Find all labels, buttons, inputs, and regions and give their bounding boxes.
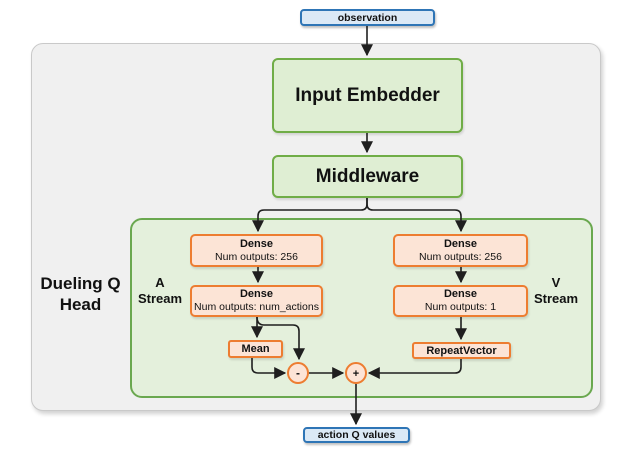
v-dense2-node: Dense Num outputs: 1 (393, 285, 528, 317)
a-dense2-title: Dense (239, 288, 274, 300)
v-stream-label-line1: V (551, 275, 561, 290)
v-dense2-subtitle: Num outputs: 1 (424, 301, 497, 313)
middleware-node: Middleware (272, 155, 463, 198)
action-q-values-label: action Q values (317, 429, 396, 441)
repeat-vector-node: RepeatVector (412, 342, 511, 359)
dueling-q-head-label-line1: Dueling Q (40, 274, 121, 293)
a-dense1-title: Dense (239, 237, 274, 250)
observation-node: observation (300, 9, 435, 26)
a-dense1-subtitle: Num outputs: 256 (215, 250, 298, 263)
repeat-vector-label: RepeatVector (426, 344, 497, 357)
dueling-q-head-label-line2: Head (59, 295, 102, 315)
v-stream-label: V Stream (528, 275, 584, 308)
action-q-values-node: action Q values (303, 427, 410, 443)
v-stream-label-line2: Stream (533, 291, 579, 307)
dueling-q-head-label: Dueling Q Head (30, 273, 131, 316)
observation-label: observation (337, 11, 398, 24)
a-stream-label-line1: A (155, 275, 165, 290)
v-dense1-subtitle: Num outputs: 256 (419, 250, 502, 263)
v-dense1-title: Dense (443, 237, 478, 250)
a-dense2-node: Dense Num outputs: num_actions (190, 285, 323, 317)
input-embedder-label: Input Embedder (295, 84, 440, 106)
a-stream-label: A Stream (132, 275, 188, 308)
v-dense1-node: Dense Num outputs: 256 (393, 234, 528, 267)
a-stream-label-line2: Stream (137, 291, 183, 307)
a-dense1-node: Dense Num outputs: 256 (190, 234, 323, 267)
mean-node: Mean (228, 340, 283, 358)
input-embedder-node: Input Embedder (272, 58, 463, 133)
v-dense2-title: Dense (443, 288, 478, 300)
mean-label: Mean (241, 343, 270, 355)
a-dense2-subtitle: Num outputs: num_actions (194, 301, 319, 313)
middleware-label: Middleware (315, 165, 420, 187)
